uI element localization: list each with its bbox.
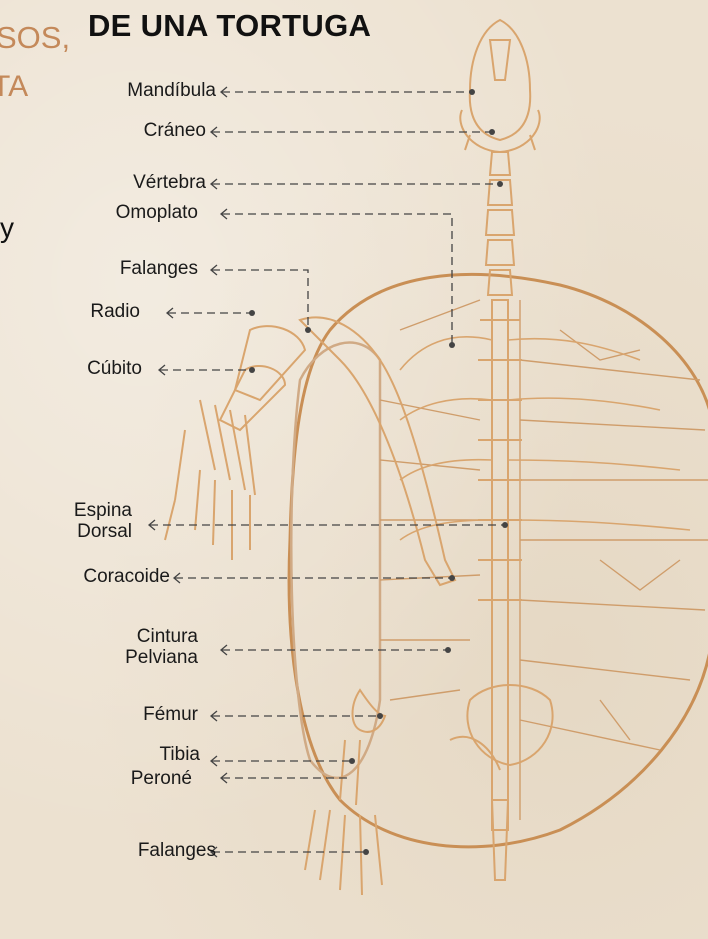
- label-cubito: Cúbito: [87, 358, 142, 380]
- label-cintura-pelviana: Cintura Pelviana: [125, 626, 198, 668]
- ribs: [400, 337, 690, 540]
- tail: [492, 800, 508, 880]
- leader-lines: [150, 92, 505, 852]
- label-perone: Peroné: [131, 768, 192, 790]
- leader-dots: [249, 89, 508, 855]
- label-espina-dorsal: Espina Dorsal: [74, 500, 132, 542]
- label-vertebra: Vértebra: [133, 172, 206, 194]
- label-espina-line2: Dorsal: [74, 521, 132, 542]
- label-mandibula: Mandíbula: [127, 80, 216, 102]
- hind-limb: [305, 690, 385, 895]
- label-femur: Fémur: [143, 704, 198, 726]
- label-craneo: Cráneo: [144, 120, 206, 142]
- label-coracoide: Coracoide: [83, 566, 170, 588]
- vertebral-column: [478, 152, 522, 830]
- label-falanges-superior: Falanges: [120, 258, 198, 280]
- plastron: [291, 343, 380, 778]
- label-cintura-line1: Cintura: [125, 626, 198, 647]
- label-omoplato: Omoplato: [116, 202, 198, 224]
- label-radio: Radio: [90, 301, 140, 323]
- label-cintura-line2: Pelviana: [125, 647, 198, 668]
- label-espina-line1: Espina: [74, 500, 132, 521]
- label-falanges-inferior: Falanges: [138, 840, 216, 862]
- label-tibia: Tibia: [160, 744, 200, 766]
- pelvis: [450, 685, 553, 770]
